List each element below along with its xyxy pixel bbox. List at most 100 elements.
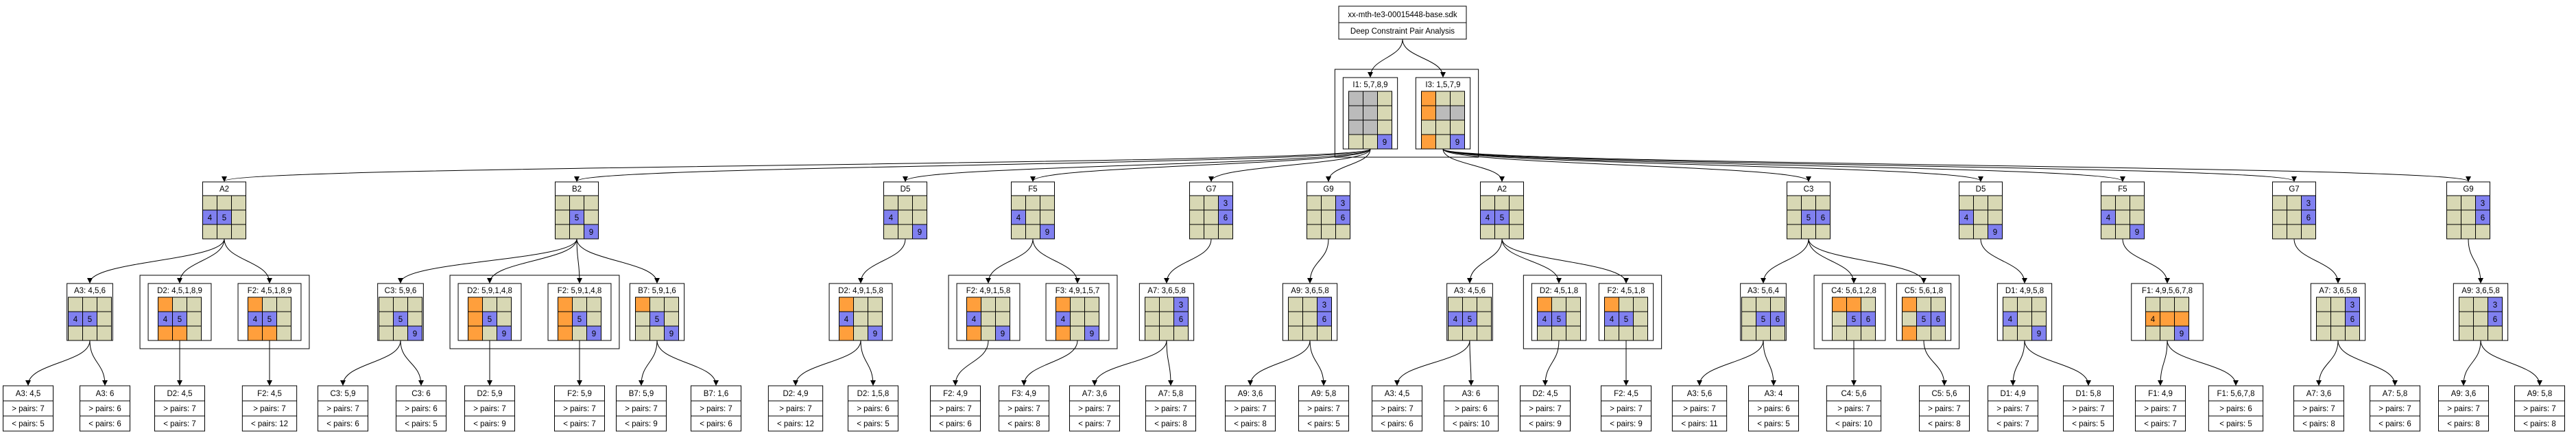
grid-cell — [966, 325, 981, 341]
leaf-stat: > pairs: 7 — [2302, 405, 2335, 413]
grid-cell — [586, 297, 601, 312]
leaf-stat: > pairs: 6 — [857, 405, 890, 413]
leaf-title: F2: 4,5 — [257, 390, 282, 398]
node-label: G9 — [1323, 185, 1333, 194]
leaf-title: B7: 1,6 — [704, 390, 728, 398]
grid-node: D2: 4,9,1,5,849 — [828, 283, 893, 341]
grid-cell — [1509, 209, 1524, 225]
grid-cell — [248, 325, 263, 341]
grid-cell — [1435, 119, 1451, 135]
grid-cell — [497, 297, 512, 312]
grid-cell — [1619, 325, 1634, 341]
cell-value: 5 — [1468, 316, 1472, 324]
grid-cell — [1302, 311, 1317, 327]
leaf-box — [2370, 385, 2420, 432]
grid-cell — [635, 325, 650, 341]
grid-cell — [97, 311, 112, 327]
grid-cell — [379, 297, 394, 312]
leaf-box — [464, 385, 515, 432]
grid-cell — [2174, 311, 2189, 327]
grid-node: F2: 4,9,1,5,849 — [956, 283, 1021, 341]
cell-value: 4 — [253, 316, 258, 324]
cell-value: 9 — [2037, 330, 2041, 338]
grid-cell — [202, 224, 217, 240]
grid-cell — [2473, 325, 2488, 341]
leaf-node: C4: 5,6> pairs: 7< pairs: 10 — [1826, 385, 1882, 432]
leaf-title: C5: 5,6 — [1931, 390, 1957, 398]
grid-cell — [981, 297, 996, 312]
cell-value: 3 — [1179, 301, 1183, 310]
grid-cell — [1815, 224, 1830, 240]
edge-arrow — [1697, 340, 1764, 386]
grid-cell — [995, 325, 1010, 341]
leaf-stat: > pairs: 6 — [88, 405, 121, 413]
grid-cell — [2017, 325, 2032, 341]
grid-cell — [1604, 325, 1619, 341]
cell-value: 5 — [88, 316, 92, 324]
leaf-node: F2: 4,5> pairs: 7< pairs: 9 — [1601, 385, 1651, 432]
leaf-stat: < pairs: 6 — [700, 420, 732, 428]
leaf-box — [691, 385, 741, 432]
cell-value: 4 — [2106, 214, 2111, 222]
grid-cell — [868, 325, 883, 341]
grid-cell — [276, 325, 291, 341]
leaf-stat: < pairs: 6 — [326, 420, 359, 428]
edge-arrow — [2468, 238, 2483, 283]
grid-cell — [883, 195, 898, 211]
grid-cell — [1321, 209, 1336, 225]
leaf-box — [154, 385, 205, 432]
grid-cell — [1787, 209, 1802, 225]
grid-cell — [1480, 224, 1495, 240]
cell-value: 4 — [2151, 316, 2156, 324]
leaf-node: A3: 6> pairs: 6< pairs: 6 — [80, 385, 130, 432]
leaf-title: A3: 6 — [1462, 390, 1481, 398]
edge-arrow — [2293, 238, 2341, 283]
grid-node: D1: 4,9,5,849 — [1996, 283, 2053, 341]
node-label: I3: 1,5,7,9 — [1425, 81, 1460, 89]
grid-cell — [1189, 209, 1204, 225]
leaf-box — [241, 385, 298, 432]
edge-arrow — [1442, 148, 2471, 182]
edge-arrow — [1208, 148, 1371, 182]
cell-value: 3 — [1341, 200, 1345, 208]
leaf-box — [1372, 385, 1422, 432]
grid-cell — [1348, 119, 1363, 135]
grid-cell — [1011, 195, 1026, 211]
edge-arrow — [1808, 238, 1927, 283]
edge-arrow — [1923, 340, 1947, 386]
leaf-stat: < pairs: 5 — [405, 420, 438, 428]
grid-cell — [1988, 224, 2003, 240]
leaf-box — [2135, 385, 2186, 432]
cell-value: 3 — [2481, 200, 2485, 208]
grid-cell — [898, 224, 913, 240]
leaf-box — [1919, 385, 1970, 432]
group-frame — [948, 275, 1118, 349]
grid-cell — [1145, 297, 1160, 312]
grid-cell — [1756, 325, 1771, 341]
grid-cell — [1566, 297, 1581, 312]
grid-cell — [1204, 209, 1219, 225]
grid-cell — [262, 297, 277, 312]
grid-cell — [2330, 311, 2346, 327]
grid-cell — [393, 325, 408, 341]
cell-value: 9 — [1045, 229, 1049, 237]
grid-cell — [2003, 297, 2018, 312]
node-label: A3: 4,5,6 — [74, 287, 106, 295]
grid-cell — [1604, 297, 1619, 312]
grid-cell — [898, 209, 913, 225]
grid-cell — [1084, 325, 1099, 341]
edge-arrow — [1248, 340, 1311, 386]
grid-cell — [2287, 195, 2302, 211]
node-label: F2: 5,9,1,4,8 — [558, 287, 602, 295]
edge-arrow — [1368, 38, 1403, 78]
leaf-title: D2: 4,5 — [167, 390, 192, 398]
leaf-title: B7: 5,9 — [629, 390, 654, 398]
leaf-node: A3: 4,5> pairs: 7< pairs: 6 — [1372, 385, 1422, 432]
cell-value: 9 — [669, 330, 673, 338]
grid-cell — [649, 297, 665, 312]
leaf-box — [1748, 385, 1799, 432]
grid-cell — [1025, 224, 1040, 240]
grid-cell — [649, 325, 665, 341]
